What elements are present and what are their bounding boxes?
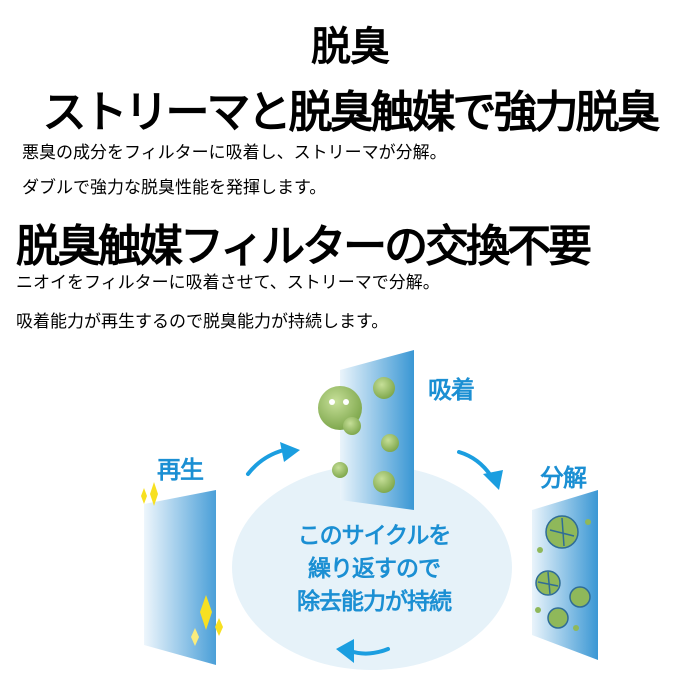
description-line: ダブルで強力な脱臭性能を発揮します。 [22,178,327,198]
filter-regeneration-icon [140,480,230,665]
cycle-arrow-down-right-icon [457,450,503,490]
page-title: 脱臭 [311,23,390,70]
cycle-description: このサイクルを 繰り返すので 除去能力が持続 [262,520,486,619]
cycle-arrow-up-right-icon [246,442,300,476]
stage-label-adsorption: 吸着 [428,376,475,404]
cycle-line: 繰り返すので [308,556,441,582]
description-line: 吸着能力が再生するので脱臭能力が持続します。 [16,312,389,332]
stage-label-decomposition: 分解 [540,464,587,492]
section-heading: 脱臭触媒フィルターの交換不要 [16,221,592,272]
description-line: 悪臭の成分をフィルターに吸着し、ストリーマが分解。 [22,143,447,163]
cycle-line: 除去能力が持続 [297,589,452,615]
description-line: ニオイをフィルターに吸着させて、ストリーマで分解。 [16,273,440,293]
filter-adsorption-icon [318,350,418,510]
cycle-diagram: 吸着 分解 [0,340,700,700]
cycle-arrow-left-icon [336,639,390,663]
cycle-line: このサイクルを [297,523,452,549]
filter-decomposition-icon [528,490,608,665]
stage-label-regeneration: 再生 [157,456,204,484]
sparkle-icon [150,482,158,506]
page-subtitle: ストリーマと脱臭触媒で強力脱臭 [42,87,661,138]
